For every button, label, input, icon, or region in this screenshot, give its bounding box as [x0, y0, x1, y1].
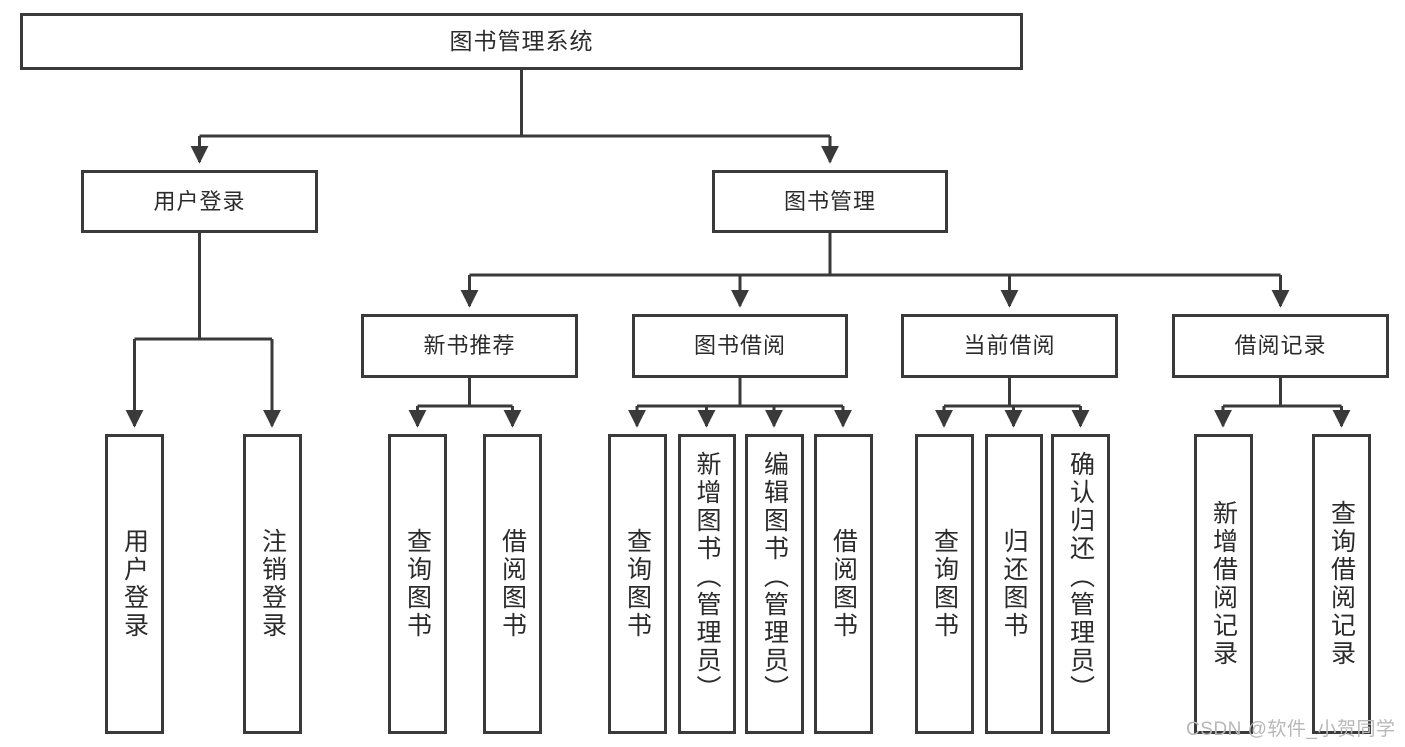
node-label: 当前借阅 [963, 333, 1056, 359]
node-user-login[interactable]: 用户登录 [81, 170, 318, 233]
node-borrow-record[interactable]: 借阅记录 [1172, 314, 1389, 378]
node-label: 用户登录 [153, 188, 246, 214]
node-label: 新增借阅记录 [1209, 500, 1238, 668]
node-label: 查询借阅记录 [1327, 500, 1356, 668]
node-label: 新书推荐 [423, 333, 516, 359]
node-leaf-query-book-recommend[interactable]: 查询图书 [388, 434, 447, 734]
node-leaf-logout-login[interactable]: 注销登录 [243, 434, 302, 734]
node-leaf-add-borrow-record[interactable]: 新增借阅记录 [1194, 434, 1253, 734]
node-root-system[interactable]: 图书管理系统 [20, 13, 1023, 70]
node-leaf-return-book[interactable]: 归还图书 [985, 434, 1043, 734]
node-leaf-query-book-borrow[interactable]: 查询图书 [608, 434, 667, 734]
node-book-borrow[interactable]: 图书借阅 [632, 314, 848, 378]
node-label: 借阅记录 [1234, 333, 1327, 359]
node-leaf-edit-book[interactable]: 编辑图书（管理员） [745, 434, 804, 734]
node-label: 图书管理系统 [449, 28, 594, 55]
node-label: 借阅图书 [829, 528, 858, 640]
node-leaf-query-borrow-record[interactable]: 查询借阅记录 [1312, 434, 1371, 734]
node-label: 查询图书 [403, 528, 432, 640]
node-leaf-confirm-return[interactable]: 确认归还（管理员） [1051, 434, 1110, 734]
node-label: 注销登录 [258, 528, 287, 640]
node-label: 查询图书 [623, 528, 652, 640]
node-label: 借阅图书 [498, 528, 527, 640]
node-label: 用户登录 [120, 528, 149, 640]
node-label: 查询图书 [930, 528, 959, 640]
node-leaf-add-book[interactable]: 新增图书（管理员） [678, 434, 736, 734]
node-leaf-borrow-book-recommend[interactable]: 借阅图书 [483, 434, 542, 734]
node-leaf-user-login[interactable]: 用户登录 [105, 434, 164, 734]
node-label: 确认归还（管理员） [1066, 451, 1095, 703]
node-current-borrow[interactable]: 当前借阅 [901, 314, 1118, 378]
node-book-management[interactable]: 图书管理 [712, 170, 948, 233]
node-label: 归还图书 [1000, 528, 1028, 640]
node-leaf-borrow-book[interactable]: 借阅图书 [814, 434, 873, 734]
node-label: 图书管理 [783, 188, 876, 214]
watermark-text: CSDN @软件_小贺同学 [1186, 719, 1396, 740]
node-label: 新增图书（管理员） [693, 451, 721, 703]
node-label: 编辑图书（管理员） [760, 451, 789, 703]
node-new-book-recommend[interactable]: 新书推荐 [361, 314, 578, 378]
node-leaf-query-book-current[interactable]: 查询图书 [915, 434, 974, 734]
node-label: 图书借阅 [693, 333, 786, 359]
